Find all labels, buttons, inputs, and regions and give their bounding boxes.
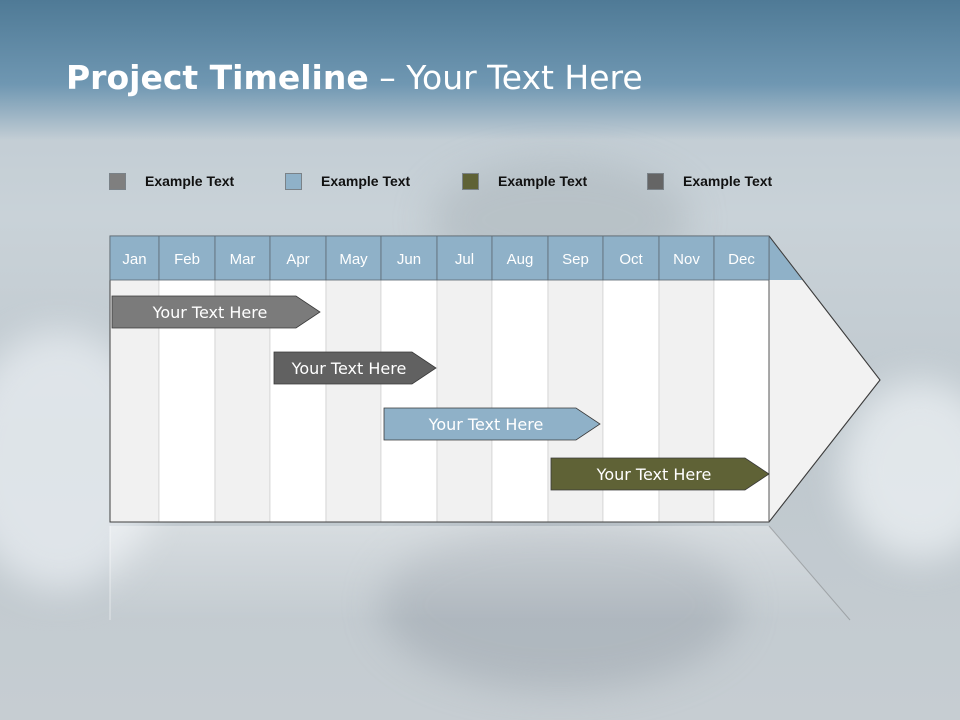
task-bar-4 bbox=[550, 457, 770, 491]
legend-label: Example Text bbox=[683, 173, 773, 189]
header-band bbox=[0, 0, 960, 140]
task-bar-label: Your Text Here bbox=[291, 359, 407, 378]
background-highlight bbox=[840, 380, 960, 560]
month-column-may bbox=[325, 279, 382, 523]
legend-swatch bbox=[462, 172, 479, 190]
task-bar-label: Your Text Here bbox=[428, 415, 544, 434]
month-header-dec bbox=[713, 235, 770, 281]
month-label: Nov bbox=[673, 251, 700, 268]
month-header-oct bbox=[602, 235, 660, 281]
slide-title-rest: – Your Text Here bbox=[368, 58, 643, 97]
legend-swatch bbox=[647, 172, 664, 190]
month-header-jul bbox=[436, 235, 493, 281]
slide-title: Project Timeline – Your Text Here bbox=[66, 58, 643, 97]
month-column-aug bbox=[491, 279, 549, 523]
month-header-apr bbox=[269, 235, 327, 281]
month-header-feb bbox=[158, 235, 216, 281]
legend-item-4: Example Text bbox=[647, 170, 772, 192]
month-label: Aug bbox=[507, 251, 534, 268]
month-label: Jul bbox=[455, 251, 474, 268]
legend-swatch bbox=[285, 172, 302, 190]
timeline-reflection bbox=[109, 525, 851, 621]
legend-item-3: Example Text bbox=[462, 170, 587, 192]
legend-item-1: Example Text bbox=[109, 170, 234, 192]
month-header-sep bbox=[547, 235, 604, 281]
legend-item-2: Example Text bbox=[285, 170, 410, 192]
month-column-jun bbox=[380, 279, 438, 523]
month-label: Oct bbox=[619, 251, 643, 268]
task-bar-2 bbox=[273, 351, 437, 385]
reflection-shape bbox=[110, 526, 850, 620]
month-label: Jan bbox=[122, 251, 146, 268]
legend-label: Example Text bbox=[498, 173, 588, 189]
month-header-aug bbox=[491, 235, 549, 281]
month-label: Apr bbox=[286, 251, 309, 268]
month-label: May bbox=[339, 251, 368, 268]
legend-label: Example Text bbox=[321, 173, 411, 189]
month-column-jul bbox=[436, 279, 493, 523]
task-bar-label: Your Text Here bbox=[152, 303, 268, 322]
slide-title-bold: Project Timeline bbox=[66, 58, 369, 97]
month-label: Jun bbox=[397, 251, 421, 268]
month-label: Sep bbox=[562, 251, 589, 268]
month-header-mar bbox=[214, 235, 271, 281]
legend-swatch bbox=[109, 172, 126, 190]
reflection-edge bbox=[768, 525, 851, 621]
task-bar-3 bbox=[383, 407, 601, 441]
month-label: Dec bbox=[728, 251, 755, 268]
task-bar-1 bbox=[111, 295, 321, 329]
month-header-jun bbox=[380, 235, 438, 281]
task-bar-label: Your Text Here bbox=[596, 465, 712, 484]
month-label: Mar bbox=[230, 251, 256, 268]
month-label: Feb bbox=[174, 251, 200, 268]
legend-label: Example Text bbox=[145, 173, 235, 189]
month-header-may bbox=[325, 235, 382, 281]
month-header: Jan Feb Mar Apr May Jun Jul Aug Sep Oct Nov Dec bbox=[109, 235, 770, 281]
